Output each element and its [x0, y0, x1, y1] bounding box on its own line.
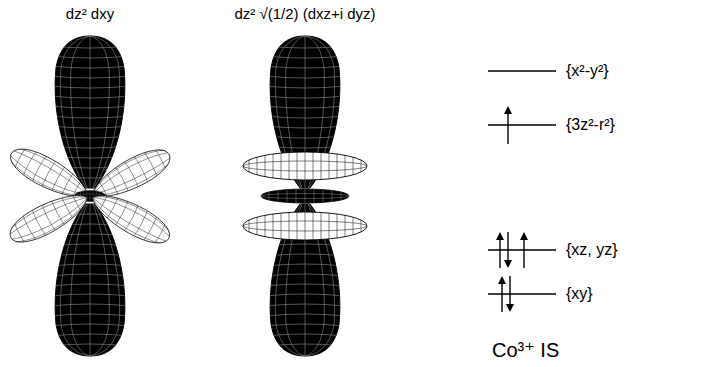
level-label: {x²-y²}: [566, 62, 609, 80]
level-label: {xz, yz}: [566, 241, 618, 259]
orbital-title: dz² dxy: [66, 6, 114, 23]
orbital-dxy: [1, 36, 178, 356]
level-label: {3z²-r²}: [566, 116, 615, 134]
spin-arrows: [496, 106, 528, 312]
orbital-dxz-dyz: [243, 36, 367, 356]
level-label: {xy}: [566, 285, 593, 303]
ion-label: Co³⁺ IS: [492, 339, 559, 361]
energy-levels: [488, 71, 556, 294]
orbital-title: dz² √(1/2) (dxz+i dyz): [234, 6, 375, 23]
